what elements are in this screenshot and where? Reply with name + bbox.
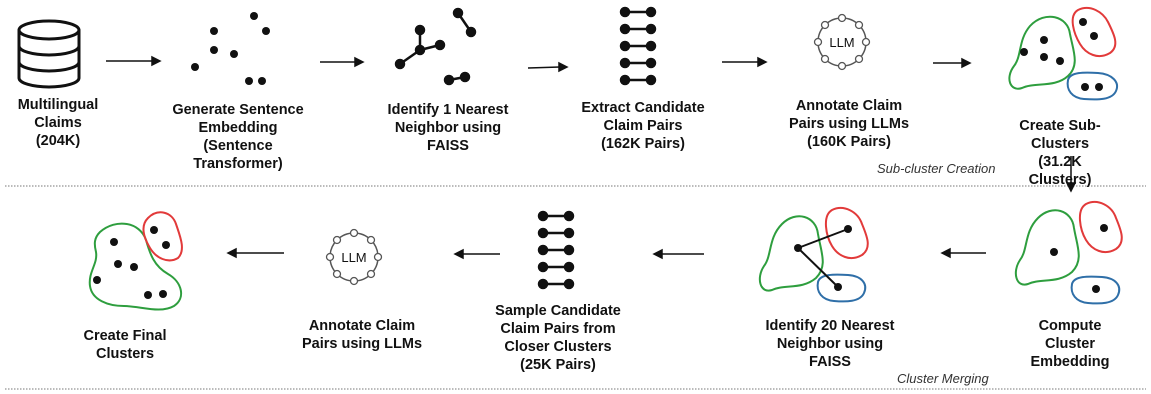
database-icon — [17, 19, 81, 89]
step-label-generate-embedding: Generate Sentence Embedding (Sentence Tr… — [172, 102, 304, 172]
step-label-multilingual-claims: Multilingual Claims (204K) — [17, 97, 99, 149]
step-label-identify-1-nn: Identify 1 Nearest Neighbor using FAISS — [387, 102, 509, 154]
step-label-sample-pairs: Sample Candidate Claim Pairs from Closer… — [495, 303, 621, 373]
cluster-embedding-icon — [1014, 200, 1123, 305]
sub-clusters-icon — [1008, 6, 1118, 101]
step-label-extract-pairs: Extract Candidate Claim Pairs (162K Pair… — [581, 100, 705, 152]
llm-label: LLM — [829, 35, 854, 50]
step-label-annotate-pairs-bottom: Annotate Claim Pairs using LLMs — [301, 318, 423, 352]
section-label-subcluster-creation: Sub-cluster Creation — [877, 161, 996, 176]
llm-icon: LLM — [813, 13, 871, 71]
final-clusters-icon — [88, 211, 183, 311]
claim-pairs-icon — [537, 210, 575, 290]
arrow-right — [527, 66, 561, 69]
top-arrows — [106, 55, 1077, 193]
embedding-points-icon — [191, 12, 270, 85]
step-label-create-final-clusters: Create Final Clusters — [83, 328, 167, 362]
claim-pairs-icon — [619, 6, 657, 86]
bottom-arrows — [226, 247, 986, 260]
step-label-create-subclusters: Create Sub-Clusters (31.2K Clusters) — [1019, 118, 1101, 188]
step-label-identify-20-nn: Identify 20 Nearest Neighbor using FAISS — [765, 318, 895, 370]
step-label-compute-cluster-embedding: Compute Cluster Embedding — [1030, 318, 1110, 370]
section-label-cluster-merging: Cluster Merging — [897, 371, 989, 386]
nearest-neighbor-graph-icon — [394, 7, 477, 86]
step-label-annotate-pairs-top: Annotate Claim Pairs using LLMs (160K Pa… — [788, 98, 910, 150]
cluster-neighbor-icon — [758, 206, 869, 303]
llm-label: LLM — [341, 250, 366, 265]
llm-icon: LLM — [325, 228, 383, 286]
